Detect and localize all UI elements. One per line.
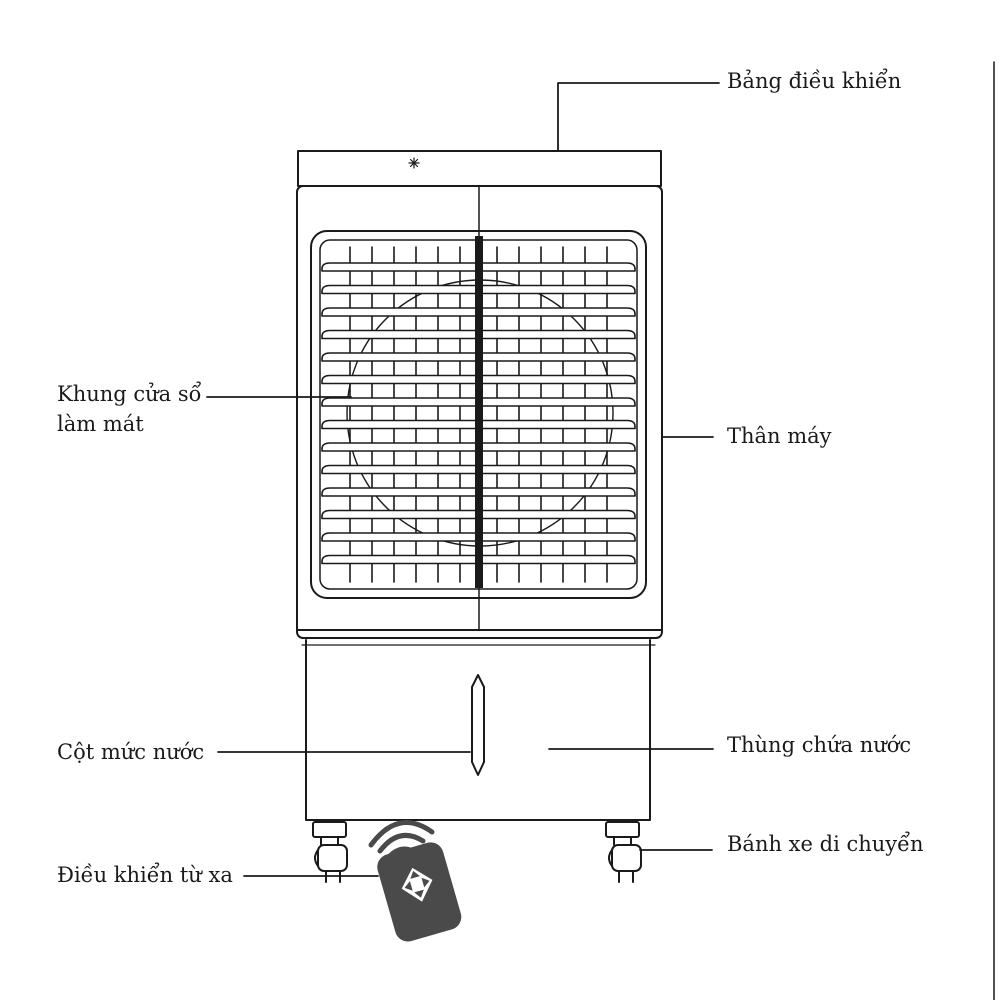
louver-slat (321, 284, 476, 295)
window-center-divider (475, 236, 483, 588)
louver-slat (321, 442, 476, 452)
louver-slat (321, 509, 476, 520)
louver-slat (321, 352, 476, 362)
louver-slat (321, 532, 476, 542)
louver-slat (482, 419, 636, 430)
louver-slat (482, 509, 636, 520)
label-window-frame-line2: làm mát (57, 412, 144, 437)
louver-slat (321, 419, 476, 430)
louver-group-left (321, 246, 476, 583)
louver-slat (482, 397, 636, 407)
louver-slat (321, 307, 476, 317)
louvers (321, 246, 636, 583)
right-wheel (605, 821, 642, 883)
left-wheel (312, 821, 348, 883)
remote-control (368, 820, 462, 942)
louver-slat (321, 397, 476, 407)
control-panel (297, 150, 662, 187)
cooling-window-frame-outer (310, 230, 647, 599)
leader-lines (206, 82, 720, 877)
label-water-tank: Thùng chứa nước (727, 733, 912, 757)
dpad-arrows-icon (401, 867, 433, 902)
water-level-indicator (471, 674, 485, 776)
louver-slat (321, 329, 476, 340)
label-water-level: Cột mức nước (57, 740, 205, 764)
water-tank (305, 639, 651, 821)
louver-slat (321, 374, 476, 385)
label-remote: Điều khiển từ xa (57, 863, 233, 887)
louver-slat (482, 487, 636, 497)
louver-slat (482, 329, 636, 340)
louver-slat (482, 464, 636, 475)
louver-slat (482, 532, 636, 542)
snowflake-icon (408, 157, 420, 169)
louver-slat (482, 352, 636, 362)
louver-slat (482, 374, 636, 385)
louver-slat (321, 464, 476, 475)
louver-slat (482, 284, 636, 295)
louver-slat (321, 554, 476, 565)
louver-slat (482, 307, 636, 317)
leader-control-panel (557, 82, 720, 152)
louver-slat (482, 554, 636, 565)
label-control-panel: Bảng điều khiển (727, 69, 902, 93)
louver-group-right (482, 246, 636, 583)
louver-slat (482, 442, 636, 452)
label-body: Thân máy (727, 424, 832, 448)
label-window-frame: Khung cửa sổ làm mát (57, 379, 202, 440)
louver-slat (321, 262, 476, 272)
louver-slat (321, 487, 476, 497)
label-wheels: Bánh xe di chuyển (727, 832, 924, 856)
louver-slat (482, 262, 636, 272)
label-window-frame-line1: Khung cửa sổ (57, 382, 202, 406)
